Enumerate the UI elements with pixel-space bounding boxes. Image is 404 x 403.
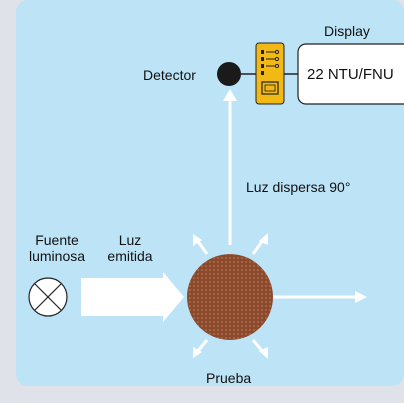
detector-icon (217, 62, 241, 86)
scatter-arrow-up (223, 89, 237, 245)
display-value: 22 NTU/FNU (307, 66, 394, 83)
emitted-light-label-line2: emitida (107, 248, 153, 264)
emitted-light-arrow (81, 272, 184, 322)
light-source-label: Fuente luminosa (24, 232, 90, 264)
scatter-arrow-upper-left (193, 234, 209, 255)
sample-label: Prueba (206, 370, 252, 386)
light-source-label-line2: luminosa (28, 248, 86, 264)
scatter-arrow-lower-right (251, 339, 268, 359)
emitted-light-label-line1: Luz (118, 232, 142, 248)
emitted-light-label: Luz emitida (100, 232, 160, 264)
scatter-arrow-lower-left (193, 339, 209, 358)
detector-label: Detector (143, 67, 196, 83)
sample-circle (187, 254, 273, 340)
display-title: Display (324, 23, 370, 39)
scatter-arrow-upper-right (251, 233, 268, 255)
light-source-icon (28, 277, 68, 317)
light-source-label-line1: Fuente (35, 232, 79, 248)
circuit-board-icon (255, 42, 285, 105)
transmitted-light-arrow (272, 291, 367, 303)
scatter-light-label: Luz dispersa 90° (246, 179, 351, 195)
